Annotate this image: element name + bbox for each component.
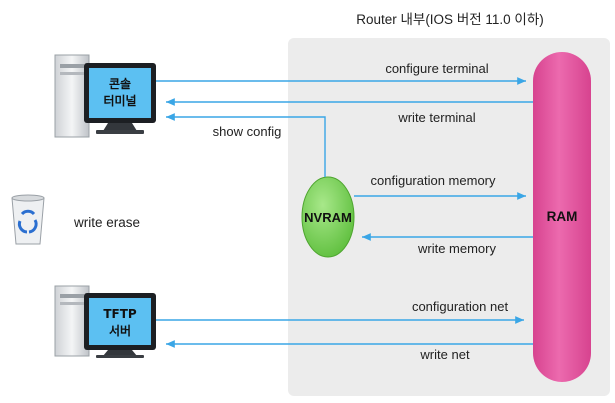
console-line1: 콘솔 — [109, 77, 131, 91]
tftp-line2: 서버 — [109, 323, 131, 338]
tftp-server-computer: TFTP 서버 — [54, 285, 156, 358]
label-configuration-net: configuration net — [412, 299, 509, 314]
label-write-memory: write memory — [417, 241, 497, 256]
tftp-screen — [89, 298, 151, 345]
nvram-label: NVRAM — [304, 210, 352, 225]
ram-block — [533, 52, 591, 382]
label-show-config: show config — [213, 124, 282, 139]
write-erase-label: write erase — [73, 215, 140, 230]
arrow-show-config — [166, 113, 326, 177]
router-panel — [288, 38, 610, 396]
ram-label: RAM — [547, 209, 578, 224]
console-terminal-computer: 콘솔 터미널 — [54, 54, 156, 138]
tftp-line1: TFTP — [103, 307, 137, 321]
console-screen — [89, 68, 151, 118]
label-configuration-memory: configuration memory — [371, 173, 496, 188]
console-tower — [54, 54, 90, 138]
nvram-block — [301, 176, 355, 258]
label-configure-terminal: configure terminal — [385, 61, 488, 76]
label-write-net: write net — [419, 347, 470, 362]
label-write-terminal: write terminal — [397, 110, 475, 125]
console-line2: 터미널 — [103, 93, 136, 108]
router-title: Router 내부(IOS 버전 11.0 이하) — [356, 12, 544, 27]
recycle-bin-icon — [11, 194, 45, 245]
